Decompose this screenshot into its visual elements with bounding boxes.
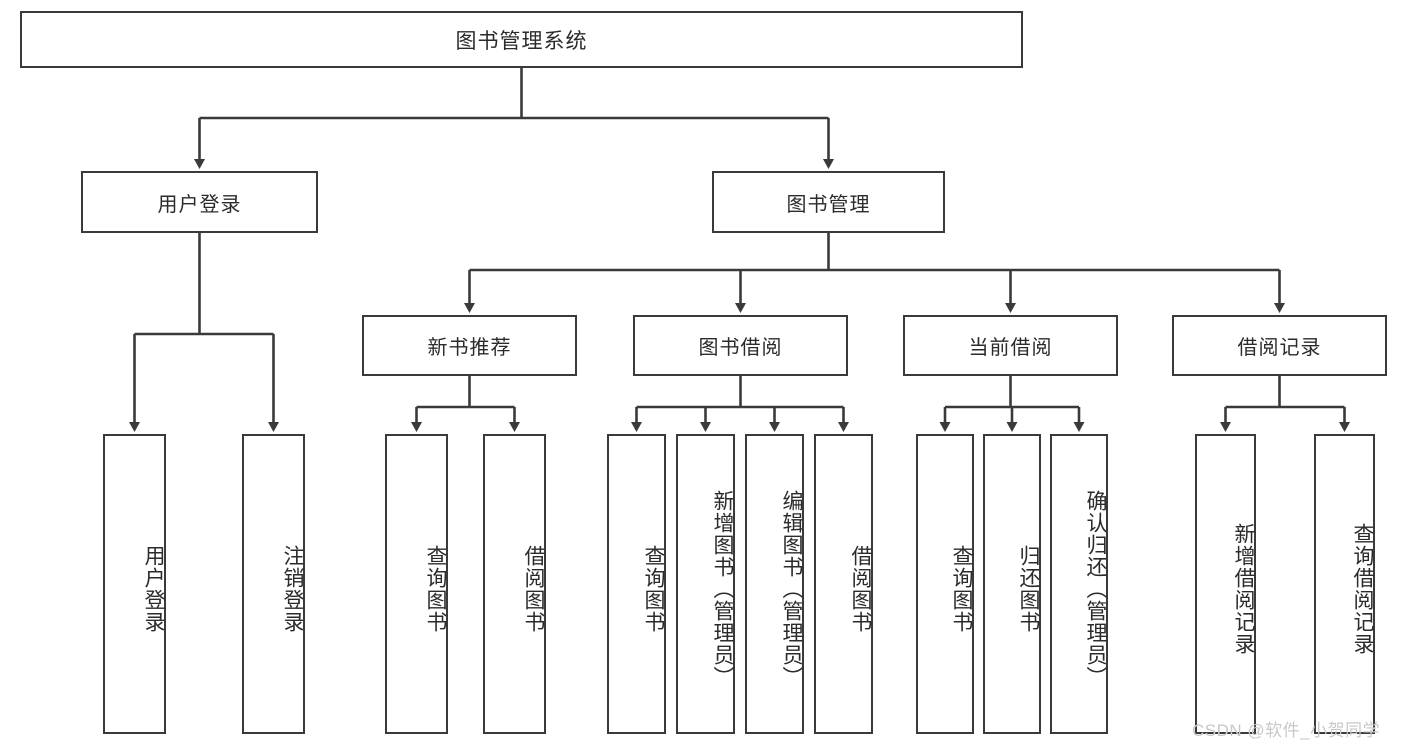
node-label: 查询图书 [950, 545, 973, 633]
node-label: 新增图书（管理员） [711, 490, 734, 688]
node-l2-图书管理[interactable]: 图书管理 [712, 171, 945, 233]
node-label: 图书借阅 [698, 337, 783, 359]
node-l3-借阅记录[interactable]: 借阅记录 [1172, 315, 1387, 376]
node-label: 编辑图书（管理员） [780, 490, 803, 688]
node-leaf-7-借阅图书[interactable]: 借阅图书 [814, 434, 873, 734]
node-label: 借阅图书 [522, 545, 545, 633]
node-leaf-0-用户登录[interactable]: 用户登录 [103, 434, 166, 734]
node-leaf-6-编辑图书管理员[interactable]: 编辑图书（管理员） [745, 434, 804, 734]
node-label: 用户登录 [142, 545, 165, 633]
node-leaf-8-查询图书[interactable]: 查询图书 [916, 434, 974, 734]
node-label: 借阅记录 [1237, 337, 1322, 359]
node-leaf-12-查询借阅记录[interactable]: 查询借阅记录 [1314, 434, 1375, 734]
node-leaf-4-查询图书[interactable]: 查询图书 [607, 434, 666, 734]
node-label: 图书管理 [786, 193, 871, 216]
node-label: 确认归还（管理员） [1084, 490, 1107, 688]
node-label: 查询图书 [424, 545, 447, 633]
node-l3-当前借阅[interactable]: 当前借阅 [903, 315, 1118, 376]
node-label: 借阅图书 [849, 545, 872, 633]
node-root-图书管理系统[interactable]: 图书管理系统 [20, 11, 1023, 68]
node-label: 归还图书 [1017, 545, 1040, 633]
node-label: 新增借阅记录 [1232, 523, 1255, 655]
node-leaf-1-注销登录[interactable]: 注销登录 [242, 434, 305, 734]
node-l2-用户登录[interactable]: 用户登录 [81, 171, 318, 233]
node-leaf-9-归还图书[interactable]: 归还图书 [983, 434, 1041, 734]
csdn-watermark: CSDN @软件_小贺同学 [1192, 721, 1381, 740]
node-label: 图书管理系统 [455, 29, 588, 53]
node-leaf-3-借阅图书[interactable]: 借阅图书 [483, 434, 546, 734]
node-leaf-5-新增图书管理员[interactable]: 新增图书（管理员） [676, 434, 735, 734]
node-label: 用户登录 [157, 193, 242, 216]
node-l3-新书推荐[interactable]: 新书推荐 [362, 315, 577, 376]
node-label: 注销登录 [281, 545, 304, 633]
node-label: 新书推荐 [427, 337, 512, 359]
node-leaf-2-查询图书[interactable]: 查询图书 [385, 434, 448, 734]
node-label: 查询图书 [642, 545, 665, 633]
node-label: 当前借阅 [968, 337, 1053, 359]
node-leaf-10-确认归还管理员[interactable]: 确认归还（管理员） [1050, 434, 1108, 734]
node-label: 查询借阅记录 [1351, 523, 1374, 655]
node-l3-图书借阅[interactable]: 图书借阅 [633, 315, 848, 376]
node-leaf-11-新增借阅记录[interactable]: 新增借阅记录 [1195, 434, 1256, 734]
